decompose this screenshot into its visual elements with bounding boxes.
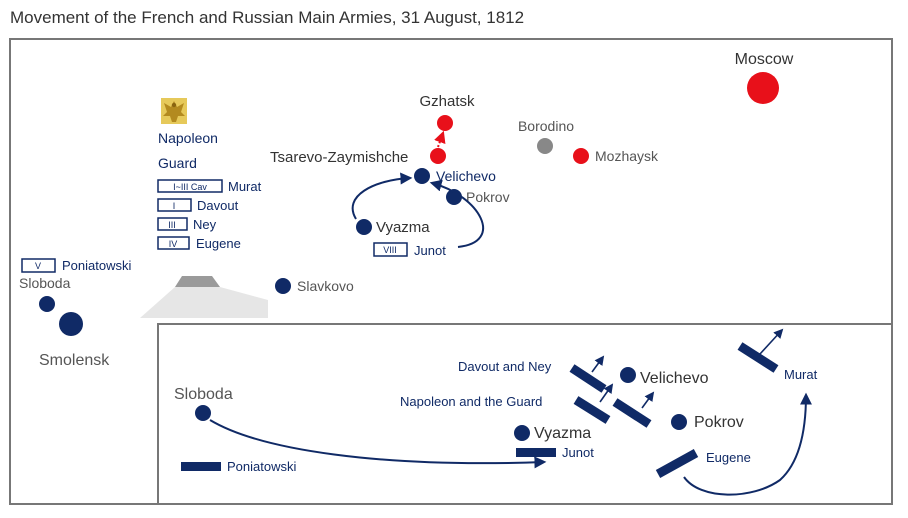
inset-eugene-bar <box>655 449 699 478</box>
davout-legend-label: Davout <box>197 198 239 213</box>
gzhatsk-marker <box>437 115 453 131</box>
smolensk-marker <box>59 312 83 336</box>
moscow-marker <box>747 72 779 104</box>
junot-corps-box <box>373 242 408 257</box>
sloboda-marker <box>39 296 55 312</box>
inset-pokrov-marker <box>671 414 687 430</box>
vyazma-label: Vyazma <box>376 219 430 236</box>
inset-junot-bar <box>516 448 556 457</box>
smolensk-label: Smolensk <box>39 352 110 369</box>
gzhatsk-label: Gzhatsk <box>419 93 475 110</box>
mozhaysk-marker <box>573 148 589 164</box>
vyazma-velichevo-arrow <box>351 172 413 220</box>
junot-label: Junot <box>414 243 446 258</box>
inset-vyazma-marker <box>514 425 530 441</box>
vyazma-marker <box>356 219 372 235</box>
inset-pokrov-label: Pokrov <box>694 414 744 431</box>
inset-davout-ney-label: Davout and Ney <box>458 359 552 374</box>
eugene-corps-number: IV <box>169 239 178 249</box>
borodino-label: Borodino <box>518 118 574 134</box>
mozhaysk-label: Mozhaysk <box>595 148 659 164</box>
inset-junot-label: Junot <box>562 445 594 460</box>
poniatowski-corps-box <box>21 258 56 273</box>
davout-ney-bar <box>569 364 607 393</box>
inset-napoleon-guard-label: Napoleon and the Guard <box>400 394 542 409</box>
junot-advance-arrow <box>429 179 485 248</box>
murat-advance-arrow <box>759 328 784 355</box>
davout-corps-box <box>157 198 192 212</box>
inset-murat-bar <box>737 342 779 373</box>
velichevo-marker <box>414 168 430 184</box>
napoleon-guard-bar <box>573 396 611 424</box>
inset-sloboda-label: Sloboda <box>174 386 233 403</box>
eagle-icon <box>161 98 187 124</box>
sloboda-label: Sloboda <box>19 275 71 291</box>
velichevo-column-arrow <box>641 391 655 409</box>
guard-label: Guard <box>158 155 197 171</box>
napoleon-guard-arrow <box>599 383 614 403</box>
poniatowski-corps-number: V <box>35 261 41 271</box>
inset-zoom-wedge-dark <box>175 276 220 287</box>
inset-murat-label: Murat <box>784 367 818 382</box>
tsarevo-label: Tsarevo-Zaymishche <box>270 149 408 166</box>
inset-zoom-wedge <box>140 287 268 318</box>
murat-corps-number: I~III Cav <box>173 182 207 192</box>
davout-ney-arrow <box>591 355 605 373</box>
velichevo-column-bar <box>612 398 652 428</box>
murat-legend-label: Murat <box>228 179 262 194</box>
inset-map-frame <box>157 323 893 505</box>
inset-poniatowski-bar <box>181 462 221 471</box>
tsarevo-marker <box>430 148 446 164</box>
inset-velichevo-label: Velichevo <box>640 370 709 387</box>
ney-legend-label: Ney <box>193 217 217 232</box>
slavkovo-marker <box>275 278 291 294</box>
junot-corps-number: VIII <box>383 245 397 255</box>
eugene-march-arrow <box>683 392 812 496</box>
map-title: Movement of the French and Russian Main … <box>10 8 525 27</box>
eugene-corps-box <box>157 236 190 250</box>
moscow-label: Moscow <box>735 51 794 68</box>
napoleon-label: Napoleon <box>158 130 218 146</box>
poniatowski-label: Poniatowski <box>62 258 131 273</box>
poniatowski-march-arrow <box>209 419 547 469</box>
slavkovo-label: Slavkovo <box>297 278 354 294</box>
inset-sloboda-marker <box>195 405 211 421</box>
russian-retreat-arrow <box>434 130 446 148</box>
ney-corps-box <box>157 217 188 231</box>
inset-poniatowski-label: Poniatowski <box>227 459 296 474</box>
eugene-legend-label: Eugene <box>196 236 241 251</box>
murat-corps-box <box>157 179 223 193</box>
pokrov-label: Pokrov <box>466 189 510 205</box>
pokrov-marker <box>446 189 462 205</box>
inset-vyazma-label: Vyazma <box>534 425 591 442</box>
inset-eugene-label: Eugene <box>706 450 751 465</box>
ney-corps-number: III <box>168 220 176 230</box>
davout-corps-number: I <box>173 201 176 211</box>
velichevo-label: Velichevo <box>436 168 496 184</box>
inset-velichevo-marker <box>620 367 636 383</box>
borodino-marker <box>537 138 553 154</box>
